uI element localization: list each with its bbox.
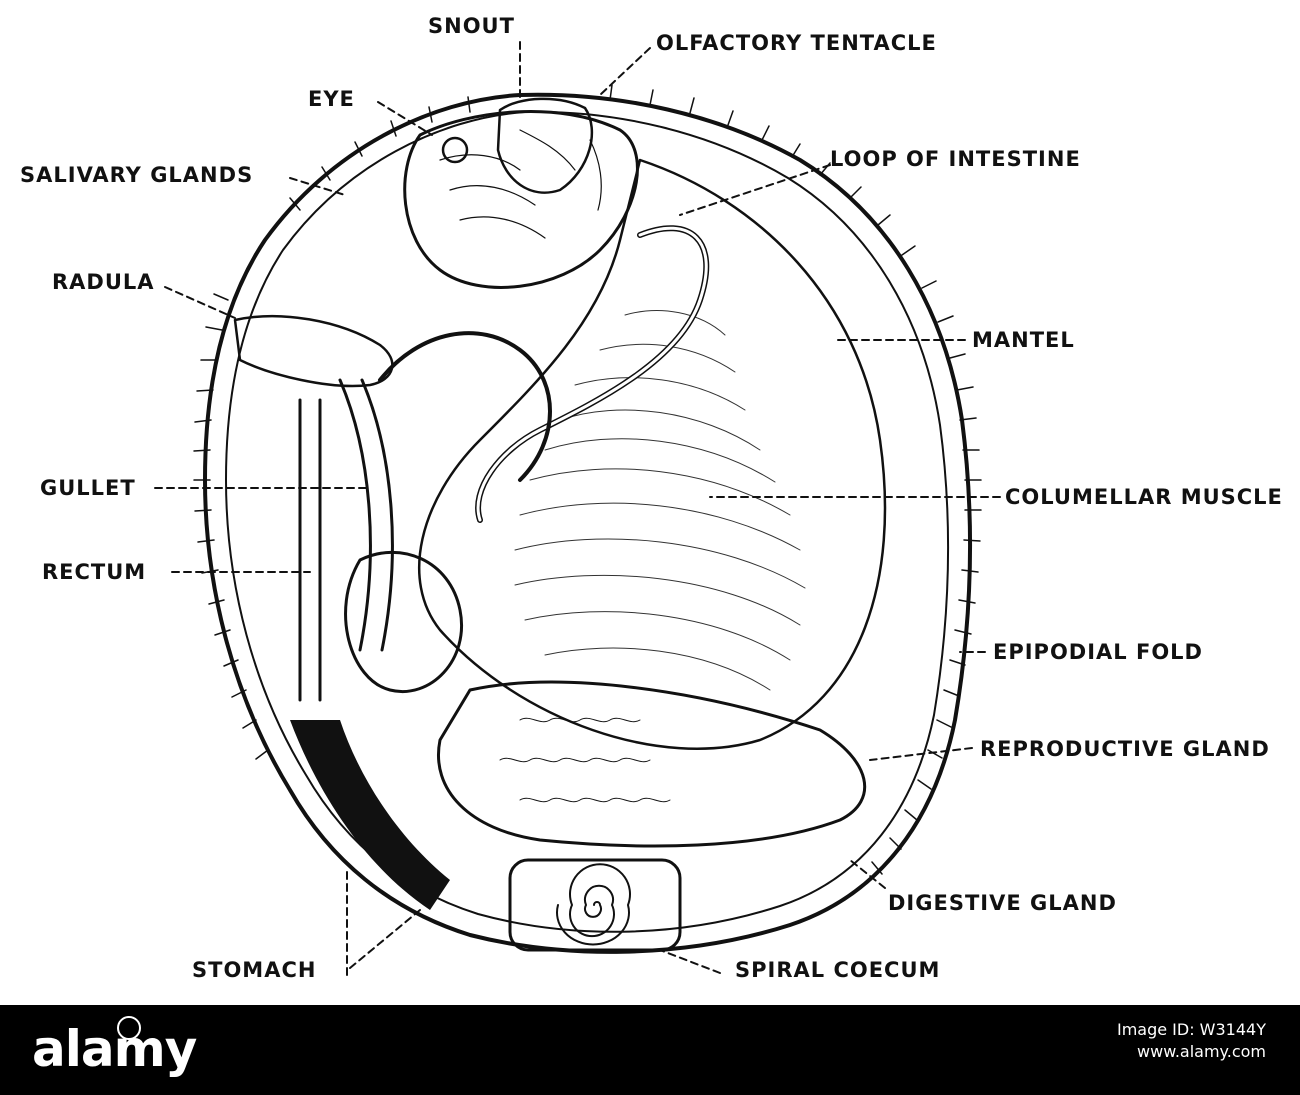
head-texture [439, 129, 602, 239]
label-spiral-coecum: SPIRAL COECUM [735, 958, 941, 982]
stomach-shape [344, 550, 463, 693]
eye-shape [441, 136, 469, 164]
columellar-muscle [418, 158, 887, 750]
label-reproductive-gland: REPRODUCTIVE GLAND [980, 737, 1270, 761]
gland-texture [499, 717, 671, 803]
brand-logo: alamy [32, 1020, 197, 1078]
label-mantel: MANTEL [972, 328, 1075, 352]
gland-mass [437, 680, 867, 848]
head-region [403, 110, 639, 289]
shadow-lower-left [290, 720, 450, 910]
label-columellar-muscle: COLUMELLAR MUSCLE [1005, 485, 1283, 509]
leader-lines [154, 41, 1001, 976]
label-snout: SNOUT [428, 14, 515, 38]
spiral-coecum-shape [556, 863, 631, 946]
label-stomach: STOMACH [192, 958, 317, 982]
label-rectum: RECTUM [42, 560, 147, 584]
mantle-fringe [193, 84, 982, 875]
anatomy-figure: SNOUT OLFACTORY TENTACLE EYE SALIVARY GL… [20, 14, 1283, 982]
muscle-striations [514, 310, 806, 691]
footer-info: Image ID: W3144Y www.alamy.com [1117, 1019, 1266, 1063]
site-url-text: www.alamy.com [1137, 1042, 1266, 1061]
label-salivary-glands: SALIVARY GLANDS [20, 163, 254, 187]
label-loop-of-intestine: LOOP OF INTESTINE [830, 147, 1081, 171]
brand-mark-icon [117, 1016, 141, 1040]
image-id-text: Image ID: W3144Y [1116, 1020, 1266, 1039]
intestine-loop [475, 225, 710, 523]
watermark-footer: alamy Image ID: W3144Y www.alamy.com [0, 1005, 1300, 1095]
rectum-tube [338, 378, 394, 652]
label-eye: EYE [308, 87, 355, 111]
label-epipodial-fold: EPIPODIAL FOLD [993, 640, 1203, 664]
gullet-tube [298, 398, 322, 702]
label-radula: RADULA [52, 270, 155, 294]
label-olfactory-tentacle: OLFACTORY TENTACLE [656, 31, 937, 55]
mantle-inner-outline [225, 110, 950, 933]
anatomy-drawing [154, 41, 1001, 976]
radula-shape [233, 314, 394, 388]
esophagus-curve [378, 331, 552, 482]
snout-shape [496, 97, 594, 194]
coecum-frame [508, 858, 682, 952]
label-digestive-gland: DIGESTIVE GLAND [888, 891, 1117, 915]
label-gullet: GULLET [40, 476, 136, 500]
